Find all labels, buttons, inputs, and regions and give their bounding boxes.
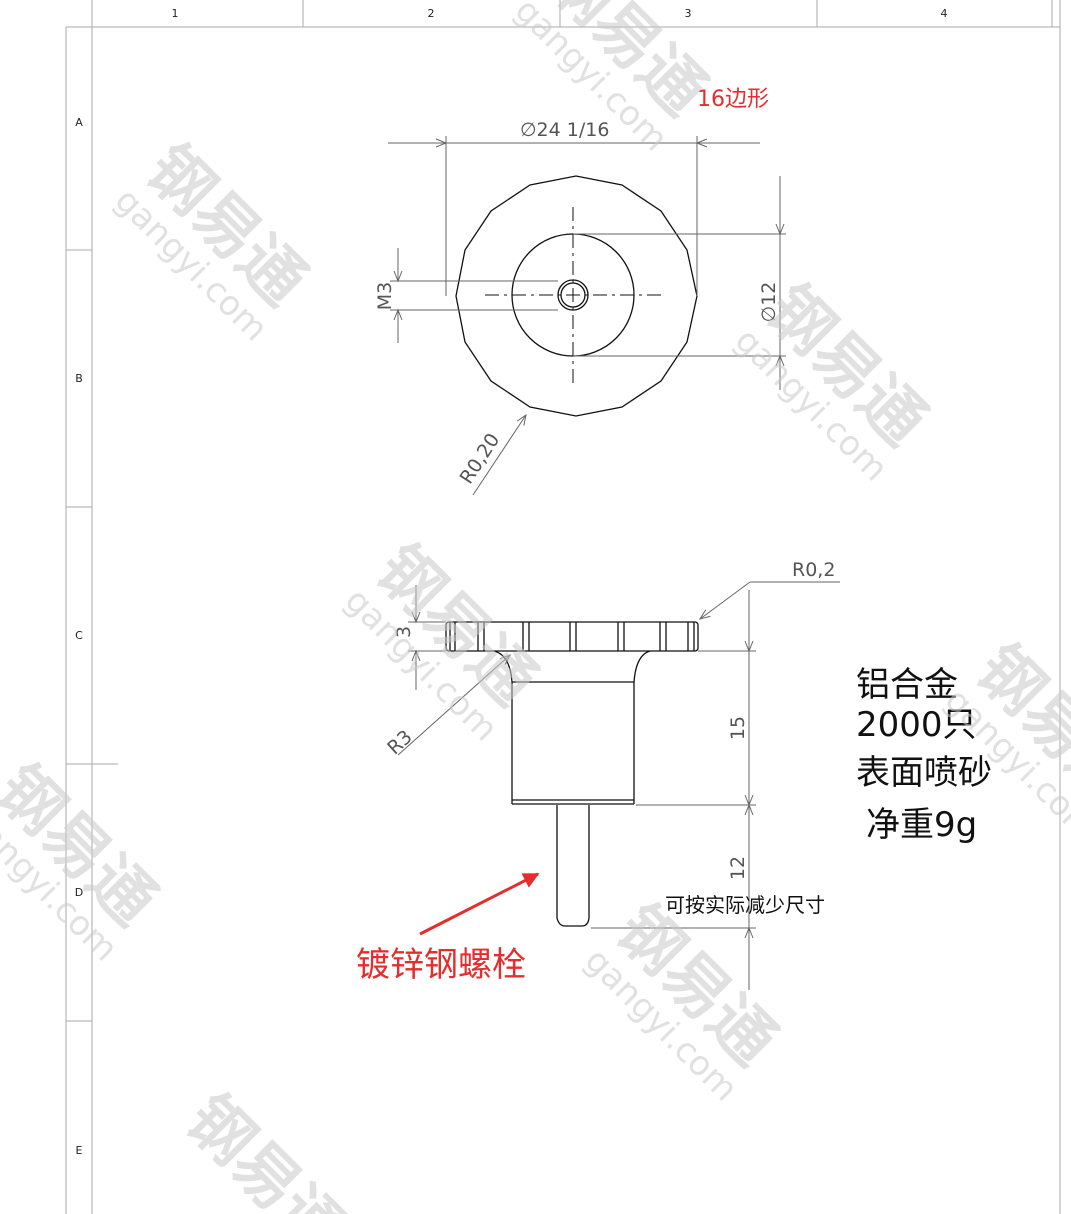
polygon-note: 16边形: [697, 87, 769, 112]
material-note: 铝合金: [856, 665, 958, 705]
watermark-brand: 钢易通: [172, 1082, 360, 1214]
watermark-stamp: 钢易通 gangyi.com: [337, 532, 550, 749]
watermark-stamp: 钢易通 gangyi.com: [107, 132, 320, 349]
bolt: [556, 805, 590, 927]
row-label: D: [75, 886, 83, 899]
watermark-stamp: 钢易通: [172, 1082, 360, 1214]
body-height-label: 15: [727, 716, 749, 740]
fillet-radius-label: R3: [383, 726, 417, 759]
thread-dimension-label: M3: [374, 282, 396, 310]
watermark-stamp: 钢易通 gangyi.com: [577, 892, 790, 1109]
body-cylinder: [493, 650, 651, 805]
diameter-dimension-label: ∅24 1/16: [520, 119, 609, 141]
column-labels: 1 2 3 4: [172, 7, 948, 20]
column-label: 3: [685, 7, 692, 20]
flange-height-label: 3: [393, 626, 415, 638]
knurled-flange: [445, 621, 699, 652]
finish-note: 表面喷砂: [856, 753, 992, 793]
row-label: A: [75, 116, 83, 129]
bolt-length-label: 12: [727, 856, 749, 880]
side-dimensions: [397, 581, 840, 990]
top-dimension-labels: ∅24 1/16 16边形 M3 ∅12 R0,20: [374, 87, 780, 488]
small-radius-label: R0,2: [792, 559, 835, 581]
center-lines: [485, 207, 662, 384]
row-label: C: [75, 629, 83, 642]
hexadecagon-outline: [455, 175, 698, 417]
column-label: 4: [941, 7, 948, 20]
bolt-callout: 镀锌钢螺栓: [356, 872, 540, 985]
row-label: E: [76, 1144, 83, 1157]
spec-notes: 铝合金 2000只 表面喷砂 净重9g 可按实际减少尺寸: [665, 665, 992, 917]
row-label: B: [75, 372, 83, 385]
sheet-frame: [65, 0, 1061, 1214]
column-label: 1: [172, 7, 179, 20]
top-view: [455, 175, 698, 417]
column-label: 2: [428, 7, 435, 20]
weight-note: 净重9g: [866, 805, 977, 845]
inner-diameter-label: ∅12: [758, 282, 780, 323]
bolt-length-note: 可按实际减少尺寸: [665, 893, 825, 917]
side-view: [445, 621, 699, 927]
quantity-note: 2000只: [856, 705, 977, 745]
top-dimensions: [388, 136, 786, 496]
watermark-stamp: 钢易通 gangyi.com: [0, 752, 170, 969]
row-labels: A B C D E: [75, 116, 83, 1157]
bolt-callout-label: 镀锌钢螺栓: [356, 945, 526, 985]
